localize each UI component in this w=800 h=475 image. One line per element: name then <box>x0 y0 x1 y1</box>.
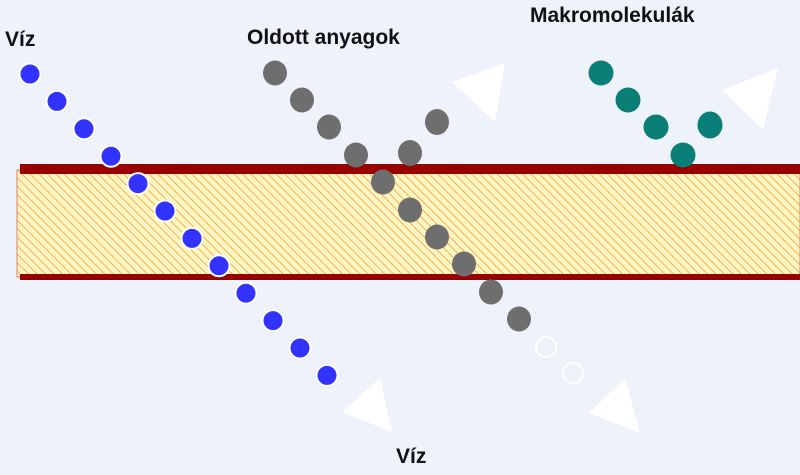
circle-particle-icon <box>452 251 476 277</box>
triangle-arrow-icon <box>589 378 640 433</box>
circle-particle-icon <box>398 140 422 166</box>
triangle-arrow-icon <box>452 63 505 122</box>
circle-particle-icon <box>180 226 204 250</box>
circle-particle-icon <box>261 309 285 333</box>
water-particles <box>18 62 339 387</box>
circle-particle-icon <box>317 114 341 140</box>
circle-particle-icon <box>643 114 669 140</box>
label-dissolved: Oldott anyagok <box>247 26 400 49</box>
circle-particle-icon <box>479 279 503 305</box>
macromolecule-particles <box>588 60 723 168</box>
circle-particle-icon <box>371 169 395 195</box>
circle-particle-icon <box>507 306 531 332</box>
dissolved-particles <box>263 60 584 384</box>
circle-particle-icon <box>425 109 449 135</box>
circle-particle-icon <box>153 199 177 223</box>
circle-particle-icon <box>344 142 368 168</box>
circle-particle-icon <box>425 224 449 250</box>
circle-particle-icon <box>670 142 696 168</box>
circle-particle-icon <box>72 117 96 141</box>
circle-particle-icon <box>398 197 422 223</box>
circle-particle-icon <box>263 60 287 86</box>
circle-particle-icon <box>288 336 312 360</box>
circle-particle-icon <box>126 172 150 196</box>
arrows <box>342 63 778 433</box>
triangle-arrow-icon <box>722 68 778 130</box>
circle-particle-icon <box>45 89 69 113</box>
circle-particle-icon <box>697 111 723 139</box>
membrane-top-edge <box>20 164 800 174</box>
triangle-arrow-icon <box>342 378 392 432</box>
circle-particle-icon <box>535 336 557 358</box>
circle-particle-icon <box>207 254 231 278</box>
circle-particle-icon <box>290 87 314 113</box>
circle-particle-icon <box>18 62 42 86</box>
circle-particle-icon <box>315 363 339 387</box>
label-water-bottom: Víz <box>396 445 426 468</box>
circle-particle-icon <box>99 144 123 168</box>
circle-particle-icon <box>562 362 584 384</box>
circle-particle-icon <box>615 87 641 113</box>
label-macromolecules: Makromolekulák <box>530 4 695 27</box>
label-water-top: Víz <box>5 28 35 51</box>
membrane-bottom-edge <box>20 274 800 280</box>
circle-particle-icon <box>588 60 614 86</box>
circle-particle-icon <box>234 281 258 305</box>
